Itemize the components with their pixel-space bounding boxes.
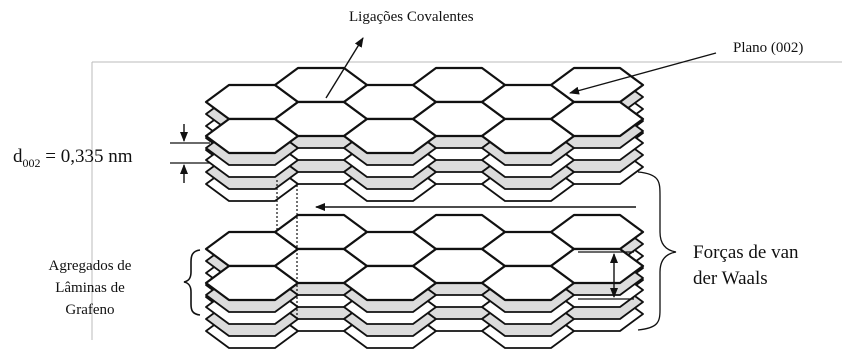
vdw-brace — [637, 171, 677, 331]
graphene-sheet-1 — [204, 213, 645, 302]
graphene-stack-top — [204, 66, 645, 202]
d002-value: = 0,335 nm — [45, 146, 133, 167]
covalent-arrow — [325, 37, 364, 99]
hexagon-cell — [549, 247, 645, 285]
plane-002-label: Plano (002) — [733, 40, 804, 56]
vdw-label-line1: Forças de van — [693, 242, 799, 263]
aggregates-brace — [183, 249, 201, 316]
d002-symbol: d — [13, 146, 23, 167]
graphene-sheet-1 — [204, 66, 645, 155]
interlayer-double-arrow — [578, 251, 634, 300]
graphene-stack-bottom — [204, 213, 645, 349]
vdw-label-line2: der Waals — [693, 268, 768, 289]
aggregates-label-line1: Agregados de — [48, 258, 132, 274]
aggregates-label-line3: Grafeno — [65, 302, 115, 318]
hexagon-cell — [549, 100, 645, 138]
d002-label: d002 = 0,335 nm — [13, 146, 133, 171]
aggregates-label-line2: Lâminas de — [55, 280, 125, 296]
plane-arrow — [569, 52, 717, 95]
covalent-bonds-label: Ligações Covalentes — [349, 9, 474, 25]
d002-spacing-indicator — [170, 124, 210, 183]
d002-subscript: 002 — [22, 155, 41, 170]
